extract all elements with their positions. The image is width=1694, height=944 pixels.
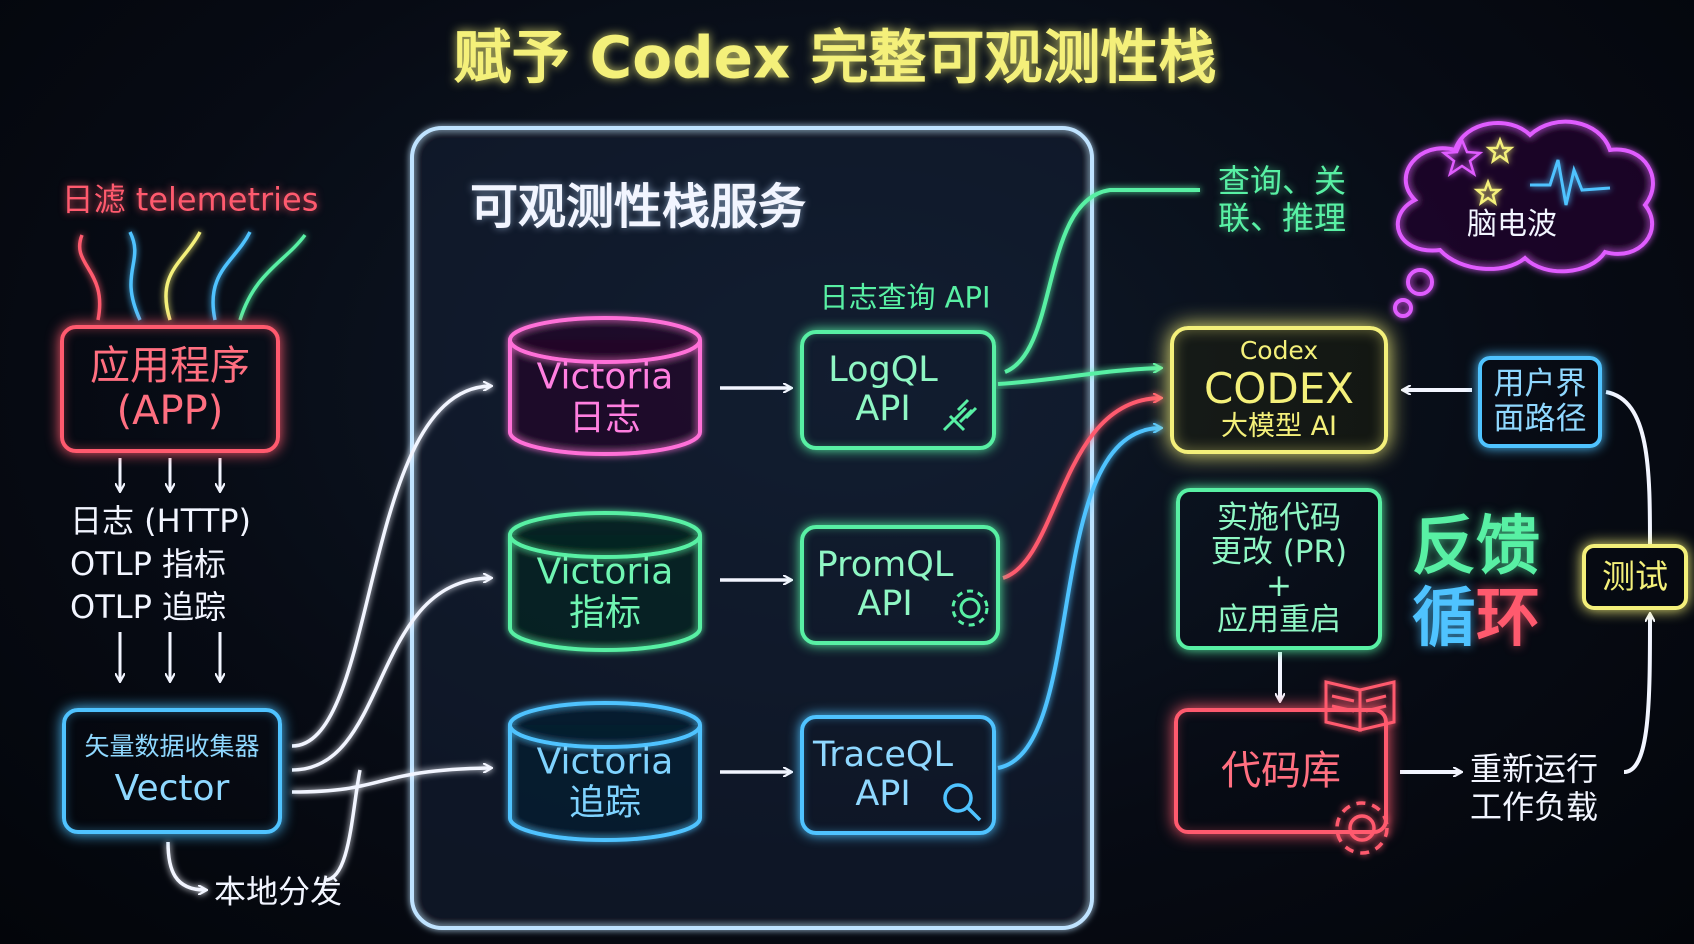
- feedback-loop-label: 反馈 循环: [1412, 510, 1540, 656]
- repo-label: 代码库: [1221, 747, 1341, 794]
- feedback-loop-char1: 循: [1412, 581, 1476, 656]
- signal-list: 日志 (HTTP) OTLP 指标 OTLP 追踪: [70, 500, 280, 630]
- codex-small-label: Codex: [1239, 336, 1319, 366]
- codex-ai-node: Codex CODEX 大模型 AI: [1170, 326, 1388, 454]
- app-sublabel: (APP): [116, 388, 224, 434]
- vector-collector-node: 矢量数据收集器 Vector: [62, 708, 282, 834]
- ui-path-line2: 面路径: [1493, 401, 1587, 437]
- codex-ai-label: 大模型 AI: [1220, 411, 1337, 443]
- store-logs-label: Victoria 日志: [537, 357, 674, 440]
- rerun-label: 重新运行 工作负载: [1470, 750, 1598, 827]
- page-title: 赋予 Codex 完整可观测性栈: [453, 23, 1217, 92]
- store-metrics-label: Victoria 指标: [537, 552, 674, 635]
- brainwave-cloud: [1393, 119, 1655, 318]
- implement-change-node: 实施代码 更改 (PR) + 应用重启: [1176, 488, 1382, 650]
- promql-label: PromQL: [816, 544, 954, 585]
- magnifier-icon: [943, 783, 982, 822]
- cylinder-traces: [508, 701, 702, 842]
- app-label: 应用程序: [90, 343, 250, 390]
- traceql-label: TraceQL: [813, 734, 953, 775]
- repo-node: 代码库: [1174, 708, 1388, 834]
- promql-api-node: PromQL API: [800, 525, 1000, 645]
- log-api-label: 日志查询 API: [819, 280, 991, 315]
- ui-path-line1: 用户界: [1493, 366, 1587, 403]
- implement-line1: 实施代码: [1217, 499, 1341, 536]
- telemetry-label: 日滤 telemetries: [61, 180, 319, 219]
- promql-api-label: API: [857, 584, 913, 624]
- logql-to-codex-arrow: [997, 368, 1160, 386]
- vector-label: 矢量数据收集器: [84, 731, 260, 761]
- signal-metrics: OTLP 指标: [70, 545, 227, 584]
- store-traces-label: Victoria 追踪: [537, 742, 674, 825]
- vector-sublabel: Vector: [114, 767, 230, 809]
- feedback-line2: 循环: [1412, 581, 1540, 656]
- test-to-uipath-arrow: [1605, 390, 1652, 549]
- brainwave-line: [1530, 159, 1611, 206]
- store-metrics-name: Victoria: [536, 551, 674, 593]
- test-label: 测试: [1602, 556, 1668, 596]
- app-node: 应用程序 (APP): [60, 325, 280, 453]
- local-dispatch-label: 本地分发: [213, 872, 343, 911]
- store-to-api-arrows: [720, 388, 790, 772]
- store-metrics-type: 指标: [568, 593, 642, 634]
- plug-icon: [942, 398, 978, 432]
- logql-to-query-arrow: [1004, 188, 1200, 374]
- promql-to-codex-arrow: [1002, 398, 1160, 580]
- stack-title: 可观测性栈服务: [470, 179, 807, 235]
- implement-plus: +: [1266, 568, 1292, 604]
- rerun-line2: 工作负载: [1470, 788, 1599, 827]
- feedback-line1: 反馈: [1412, 510, 1540, 584]
- rerun-to-test-arrow: [1623, 615, 1650, 774]
- logql-api-label: API: [855, 389, 911, 429]
- vector-to-stores-arrows: [166, 386, 490, 890]
- implement-line2: 更改 (PR): [1210, 533, 1348, 570]
- traceql-api-node: TraceQL API: [800, 715, 996, 835]
- logql-api-node: LogQL API: [800, 330, 996, 450]
- store-logs-name: Victoria: [536, 356, 674, 398]
- codex-main-label: CODEX: [1203, 364, 1355, 414]
- feedback-loop-char2: 环: [1476, 581, 1540, 656]
- ui-path-node: 用户界 面路径: [1478, 356, 1602, 448]
- test-node: 测试: [1582, 544, 1688, 610]
- query-label: 查询、关 联、推理: [1218, 163, 1346, 237]
- store-traces-name: Victoria: [536, 741, 674, 783]
- query-label-line1: 查询、关: [1217, 162, 1347, 201]
- logql-label: LogQL: [828, 349, 938, 390]
- implement-line4: 应用重启: [1217, 602, 1341, 639]
- query-label-line2: 联、推理: [1217, 199, 1347, 237]
- telemetry-wires: [77, 231, 307, 321]
- brainwave-label: 脑电波: [1467, 206, 1557, 242]
- stars-icon: [1440, 136, 1515, 206]
- traceql-api-label: API: [855, 774, 911, 814]
- rerun-line1: 重新运行: [1470, 750, 1599, 788]
- traceql-to-codex-arrow: [997, 428, 1160, 770]
- store-traces-type: 追踪: [568, 783, 642, 824]
- cylinder-logs: [508, 316, 702, 456]
- signal-logs: 日志 (HTTP): [70, 502, 252, 540]
- store-logs-type: 日志: [568, 398, 642, 439]
- gear-icon: [951, 589, 989, 627]
- app-down-arrows: [120, 458, 220, 680]
- signal-traces: OTLP 追踪: [70, 588, 227, 627]
- cylinder-metrics: [508, 511, 702, 652]
